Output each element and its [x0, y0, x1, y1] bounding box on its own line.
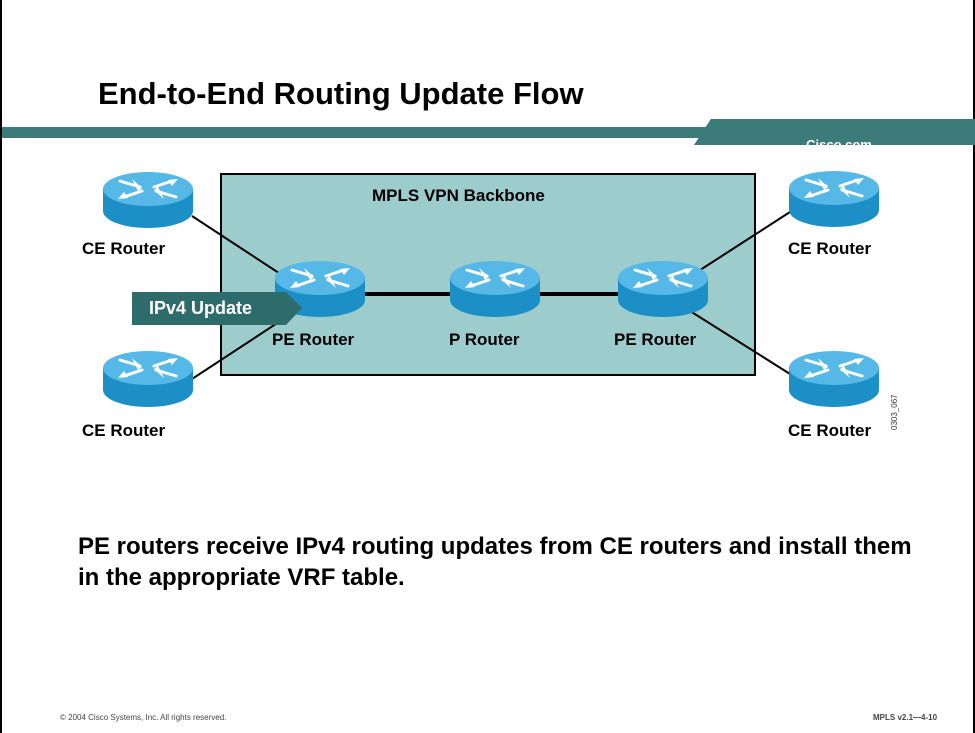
- figure-code: 0303_067: [890, 394, 899, 430]
- pe-router-left-label: PE Router: [272, 330, 355, 349]
- ce-router-bottom-right-icon: [787, 349, 881, 409]
- ce-router-top-left-icon: [101, 170, 195, 230]
- ce-router-bottom-left-icon: [101, 349, 195, 409]
- ce-router-bottom-right-label: CE Router: [788, 421, 872, 440]
- ipv4-update-label: IPv4 Update: [149, 298, 253, 318]
- p-router-label: P Router: [449, 330, 520, 349]
- ipv4-update-arrow: [132, 292, 302, 325]
- brand-label: Cisco.com: [806, 137, 872, 152]
- pe-router-right-icon: [616, 259, 710, 319]
- ce-router-top-right-label: CE Router: [788, 239, 872, 258]
- ce-router-top-left-label: CE Router: [82, 239, 166, 258]
- ce-router-top-right-icon: [787, 169, 881, 229]
- pe-router-right-label: PE Router: [614, 330, 697, 349]
- backbone-label: MPLS VPN Backbone: [372, 186, 545, 205]
- p-router-icon: [448, 259, 542, 319]
- ce-router-bottom-left-label: CE Router: [82, 421, 166, 440]
- copyright-footer: © 2004 Cisco Systems, Inc. All rights re…: [60, 713, 227, 722]
- course-page-footer: MPLS v2.1—4-10: [873, 713, 938, 722]
- slide-body-text: PE routers receive IPv4 routing updates …: [78, 533, 912, 591]
- slide-title: End-to-End Routing Update Flow: [98, 76, 584, 111]
- title-underline-bar: [2, 127, 975, 138]
